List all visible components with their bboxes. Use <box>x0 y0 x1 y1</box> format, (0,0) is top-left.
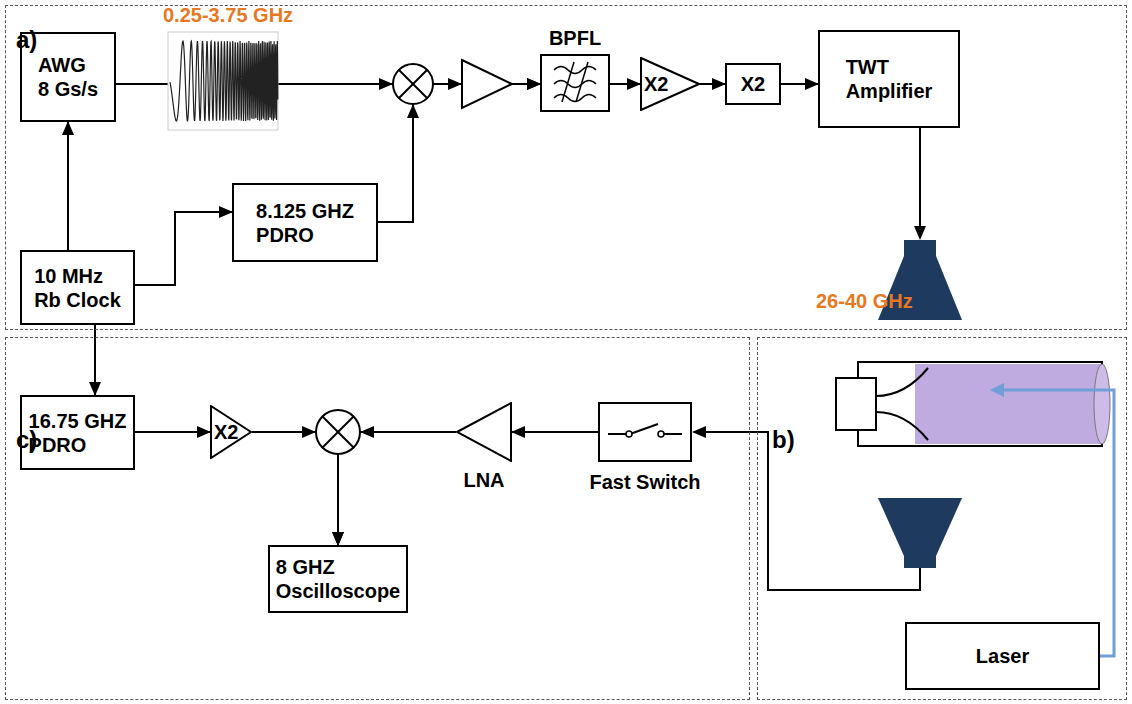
multiplier-box: X2 <box>725 63 781 105</box>
box-label: X2 <box>644 72 668 96</box>
signal-connector <box>512 431 598 433</box>
triangle-outline <box>211 406 251 458</box>
panel: a)AWG8 Gs/s BPFL X2 X2 TWTAmplifier 8.125 GHZ… <box>5 5 1127 330</box>
filter-symbol <box>562 62 574 102</box>
multiplier-triangle: X2 <box>210 405 252 459</box>
panel-label: a) <box>16 26 37 55</box>
oscilloscope-box: 8 GHZOscilloscope <box>268 545 408 613</box>
feed-line <box>919 128 921 228</box>
switch-outline <box>598 402 692 462</box>
panel-label: b) <box>772 426 795 455</box>
filter-symbol <box>554 95 596 102</box>
triangle-outline <box>457 403 511 461</box>
box-label: 10 MHz <box>34 264 121 288</box>
frequency-label: 0.25-3.75 GHz <box>163 4 293 27</box>
box-label: X2 <box>214 420 238 444</box>
switch-symbol <box>658 431 664 437</box>
multiplier-triangle: X2 <box>640 57 700 111</box>
arrowhead <box>448 78 462 90</box>
laser-beam <box>1002 390 1114 656</box>
frequency-label: 26-40 GHz <box>816 290 913 313</box>
box-label: 8.125 GHZ <box>256 199 354 223</box>
arrowhead <box>379 78 393 90</box>
box-label: PDRO <box>29 433 127 457</box>
box-label: Oscilloscope <box>276 579 401 603</box>
switch-symbol <box>626 431 632 437</box>
triangle-outline <box>641 58 699 110</box>
filter-symbol <box>554 67 596 74</box>
box-label: 16.75 GHZ <box>29 409 127 433</box>
box-label: Amplifier <box>846 79 933 103</box>
switch-outline <box>599 403 691 461</box>
clock-box: 10 MHzRb Clock <box>20 250 135 325</box>
arrowhead <box>914 226 926 240</box>
box-label: LNA <box>436 468 532 492</box>
filter-outline <box>541 55 609 111</box>
chirp-waveform <box>170 41 278 121</box>
arrowhead <box>302 426 316 438</box>
signal-connector <box>378 84 540 222</box>
signal-connector <box>610 83 640 85</box>
chirp-frame <box>168 32 278 130</box>
filter-box: BPFL <box>540 30 610 112</box>
box-label: TWT <box>846 55 933 79</box>
box-label: Laser <box>976 644 1029 668</box>
box-label: Fast Switch <box>578 470 712 494</box>
triangle-outline <box>456 402 512 462</box>
horn-antenna <box>878 498 962 568</box>
amplifier-box: TWTAmplifier <box>818 30 960 128</box>
oscillator-box: 8.125 GHZPDRO <box>232 183 378 262</box>
box-label: Rb Clock <box>34 288 121 312</box>
signal-connector <box>338 432 456 545</box>
arrowhead <box>407 104 419 118</box>
vapor-cell <box>836 362 1110 446</box>
arrowhead <box>692 426 706 438</box>
signal-connector <box>781 83 818 85</box>
laser-box: Laser <box>905 622 1100 690</box>
signal-connector <box>94 325 96 395</box>
panel: c)16.75 GHZPDROX2LNAFast Switch8 GHZOsci… <box>5 337 750 700</box>
box-label: X2 <box>741 72 765 96</box>
box-label: BPFL <box>530 26 620 50</box>
panel: b) Laser <box>757 337 1127 700</box>
signal-connector <box>700 83 725 85</box>
filter-symbol <box>554 81 596 88</box>
box-label: 8 Gs/s <box>38 77 98 101</box>
arrowhead <box>360 426 374 438</box>
switch-symbol <box>608 424 682 434</box>
oscillator-box: 16.75 GHZPDRO <box>20 395 135 470</box>
mixer-symbol <box>316 410 360 454</box>
box-label: AWG <box>38 53 98 77</box>
signal-connector <box>67 122 69 250</box>
arrowhead <box>990 383 1004 397</box>
amplifier-symbol <box>462 60 512 108</box>
box-label: 8 GHZ <box>276 555 401 579</box>
signal-connector <box>135 431 210 433</box>
signal-connector <box>135 212 232 285</box>
amplifier-triangle: LNA <box>456 402 512 492</box>
box-label: PDRO <box>256 223 354 247</box>
signal-line <box>706 432 920 590</box>
filter-symbol <box>576 62 588 102</box>
mixer-symbol <box>393 64 433 104</box>
switch-box: Fast Switch <box>598 402 692 494</box>
